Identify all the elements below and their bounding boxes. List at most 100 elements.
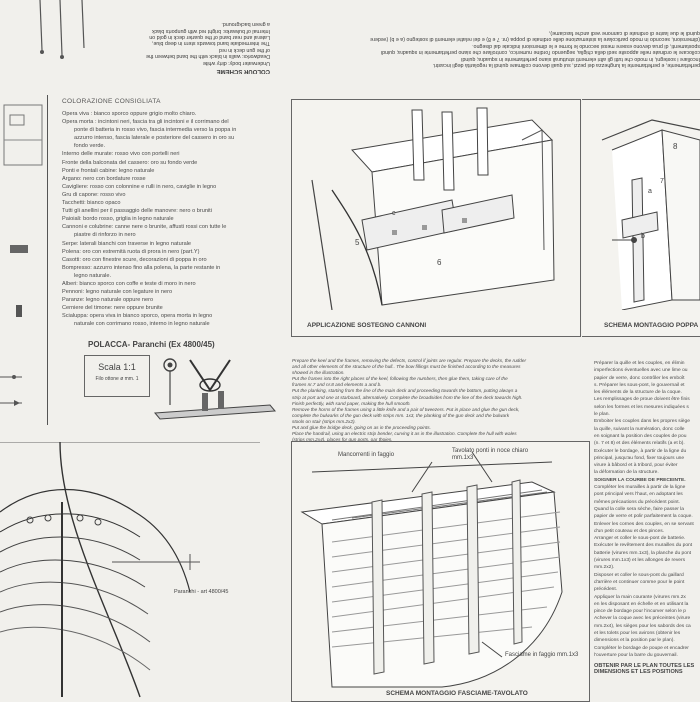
colour-scheme-line: Serpe: laterali bianchi con traverse in … xyxy=(62,240,192,247)
planking-caption: SCHEMA MONTAGGIO FASCIAME-TAVOLATO xyxy=(386,690,528,697)
colour-scheme-panel: COLORAZIONE CONSIGLIATA Opera viva : bia… xyxy=(62,98,287,348)
upside-down-line: (dimensioni, secondo in modo particolare… xyxy=(370,36,700,43)
french-instruction-line: virure à bâbord et à tribord, pour évite… xyxy=(594,463,678,469)
upside-down-instructions: perfettamente, e perfettamente la lunghe… xyxy=(300,4,700,68)
planking-diagram xyxy=(300,451,563,688)
french-instruction-line: la déformation de la structure. xyxy=(594,470,659,476)
english-instruction-line: showed in the illustration. xyxy=(292,370,345,376)
french-instruction-line: mm.2x2). xyxy=(594,565,615,571)
scala-label: Scala 1:1 xyxy=(98,362,136,372)
colour-scheme-line: Cannoni e colubrine: canne nere o brunit… xyxy=(62,224,227,231)
upside-down-line: The intermediate band towards stern in d… xyxy=(151,40,270,47)
colour-scheme-line: Opera morta : incintoni neri, fascia tra… xyxy=(62,119,229,126)
upside-down-line: Internal of bulwarks: bright red with gu… xyxy=(151,27,270,34)
colour-scheme-line: Fronte della balconata del cassero: oro … xyxy=(62,159,198,166)
colour-scheme-line: Paioiali: bordo rosso, griglia in legno … xyxy=(62,216,174,223)
paranchi-art-label: Paranchi - art 4800/45 xyxy=(174,589,229,595)
french-instruction-line: en les disposant en échelle et en utilis… xyxy=(594,601,689,607)
polacca-title: POLACCA- Paranchi (Ex 4800/45) xyxy=(88,340,215,349)
french-instruction-line: mêmes précautions du précédent point. xyxy=(594,499,680,505)
french-instruction-line: Exécuter le revêtement des murailles du … xyxy=(594,543,693,549)
english-instruction-line: stools on stair (strips mm.2x2). xyxy=(292,418,356,424)
upside-down-line: perfettamente, e perfettamente la lunghe… xyxy=(432,62,700,68)
english-instruction-line: Place the handrail, using an electric st… xyxy=(292,431,517,437)
cannon-support-caption: APPLICAZIONE SOSTEGNO CANNONI xyxy=(307,322,427,329)
mast-sketch-top xyxy=(39,0,85,59)
stern-assembly-diagram xyxy=(601,119,700,310)
french-instruction-line: les éléments de la structure de la coque… xyxy=(594,390,682,396)
diagram-number-7: 7 xyxy=(660,178,664,185)
colour-scheme-line: piastre di rinforzo in nero xyxy=(74,232,136,239)
colour-scheme-line: Interno delle murate: rosso vivo con por… xyxy=(62,151,180,158)
french-instruction-line: Exécuter le bordage, à partir de la lign… xyxy=(594,448,687,454)
french-instruction-line: précédent. xyxy=(594,587,618,593)
colour-scheme-line: azzurro intenso, fascia laterale e poste… xyxy=(74,135,235,142)
french-instruction-line: imperfections éventuelles avec une lime … xyxy=(594,368,688,374)
french-instruction-line: Quand la colle sera sèche, faire passer … xyxy=(594,506,684,512)
french-instruction-line: la quille, suivant la numération, donc c… xyxy=(594,426,685,432)
bow-structure-drawing xyxy=(0,442,260,698)
upside-down-text-strip: COLOUR SCHEME Underwater body: dirty whi… xyxy=(0,0,700,84)
french-instruction-line: Les remplissages de proue doivent être f… xyxy=(594,397,690,403)
french-instruction-line: et les tolets pour les avirons (obtenir … xyxy=(594,630,681,636)
mancorrenti-label: Mancorrenti in faggio xyxy=(338,452,395,458)
english-instructions: Prepare the keel and the frames, removin… xyxy=(292,358,597,458)
french-instruction-line: pont principal vers l'haut, en adoptant … xyxy=(594,492,683,498)
english-instruction-line: Put the planking, starting from the line… xyxy=(292,388,518,394)
french-instruction-line: Emboiter les couples dans les propres si… xyxy=(594,419,690,425)
english-instruction-line: and all other elements of the structure … xyxy=(292,364,521,370)
upside-down-colour-scheme: COLOUR SCHEME Underwater body: dirty whi… xyxy=(100,2,270,74)
colour-scheme-line: Scialuppa: opera viva in bianco sporco, … xyxy=(62,313,213,320)
upside-down-line: COLOUR SCHEME xyxy=(216,68,270,74)
french-instruction-line: en soignant la position des couples de p… xyxy=(594,433,687,439)
colour-scheme-line: Tutti gli anellini per il passaggio dell… xyxy=(62,208,212,215)
colour-scheme-line: ponte di batteria in rosso vivo, fascia … xyxy=(74,127,237,134)
upside-down-line: of the gun deck in red xyxy=(219,46,270,53)
colour-scheme-line: Polena: oro con estremità ruota di prora… xyxy=(62,248,200,255)
upside-down-line: spostamenti, di prua devono essere messi… xyxy=(472,42,700,49)
english-instruction-line: Put the frames into the right places of … xyxy=(292,376,508,382)
english-instruction-line: complete the bulwarks of the gun deck wi… xyxy=(292,412,510,418)
french-instruction-line: selon les formes et les mesures indiquée… xyxy=(594,404,689,410)
colour-scheme-line: Cerniere del timone: nere oppure brunite xyxy=(62,305,163,312)
english-instruction-line: strip at port and one at starboard, alte… xyxy=(292,394,523,400)
colour-scheme-line: Cavigliere: rosso con colonnine e rulli … xyxy=(62,183,217,190)
french-instruction-line: SOIGNER LA COURBE DE PRECEINTE. xyxy=(594,477,686,483)
colour-scheme-line: naturale con corrimano rosso, interno in… xyxy=(74,321,210,328)
diagram-letter-c: c xyxy=(392,210,396,217)
french-instruction-line: Préparer la quille et les couples, en él… xyxy=(594,361,685,366)
colour-scheme-line: Gru di capone: rosso vivo xyxy=(62,191,126,198)
colour-scheme-line: legno naturale. xyxy=(74,272,112,279)
colour-scheme-line: Opera viva : bianco sporco oppure grigio… xyxy=(62,111,197,117)
colour-scheme-line: Alberi: bianco sporco con coffe e teste … xyxy=(62,280,196,287)
french-instruction-line: l'ouverture pour la barre du gouvernail. xyxy=(594,652,678,658)
french-instruction-line: s. Préparer les sous-pont, le gouvernail… xyxy=(594,382,685,388)
french-instruction-line: Disposer et coller le sous-pont du gaill… xyxy=(594,572,684,578)
english-instruction-line: Prepare the keel and the frames, removin… xyxy=(292,358,527,363)
colour-scheme-title: COLORAZIONE CONSIGLIATA xyxy=(62,98,161,105)
fasciame-label: Fasciame in faggio mm.1x3 xyxy=(505,652,579,658)
left-panel-border xyxy=(47,95,48,425)
french-instruction-line: (n. 7 et 8) et des éléments relatifs (a … xyxy=(594,441,685,447)
colour-scheme-list: Opera viva : bianco sporco oppure grigio… xyxy=(62,110,287,329)
french-instructions: Préparer la quille et les couples, en él… xyxy=(594,360,700,690)
english-instruction-lines: Prepare the keel and the frames, removin… xyxy=(292,358,597,456)
french-instruction-line: pince de bordage pour l'incurver selon l… xyxy=(594,609,687,615)
colour-scheme-line: Tacchetti: bianco opaco xyxy=(62,200,121,207)
french-instruction-line: le plan. xyxy=(594,412,610,418)
upside-down-line: Incollare i sostegni, in modo che tutti … xyxy=(461,55,700,62)
colour-scheme-line: Pennoni: legno naturale con legature in … xyxy=(62,289,173,296)
french-instruction-line: papier de verre et polir parfaitement la… xyxy=(594,514,693,520)
french-instruction-line: Compléter le bordage de poupe et encadre… xyxy=(594,645,689,651)
english-instruction-line: frames nr.7 and nr.8 and elements a and … xyxy=(292,382,382,388)
english-instruction-line: Put and glue the bridge deck, going on a… xyxy=(292,425,431,431)
colour-scheme-line: Paranze: legno naturale oppure nero xyxy=(62,297,154,304)
french-instruction-line: Enlever les cornes des couples, en se se… xyxy=(594,521,694,527)
cannon-support-diagram xyxy=(311,107,555,310)
english-instruction-line: Remove the horns of the frames using a l… xyxy=(292,406,520,412)
colour-scheme-line: Ponti e frontali cabine: legno naturale xyxy=(62,167,155,174)
french-instruction-line: Compléter les murailles à partir de la l… xyxy=(594,485,686,491)
stern-assembly-caption: SCHEMA MONTAGGIO POPPA xyxy=(604,322,699,329)
scala-box: Scala 1:1 Filo ottone ø mm. 1 xyxy=(84,355,150,397)
french-instruction-line: papier de verre, donc contrôler les embo… xyxy=(594,375,685,381)
